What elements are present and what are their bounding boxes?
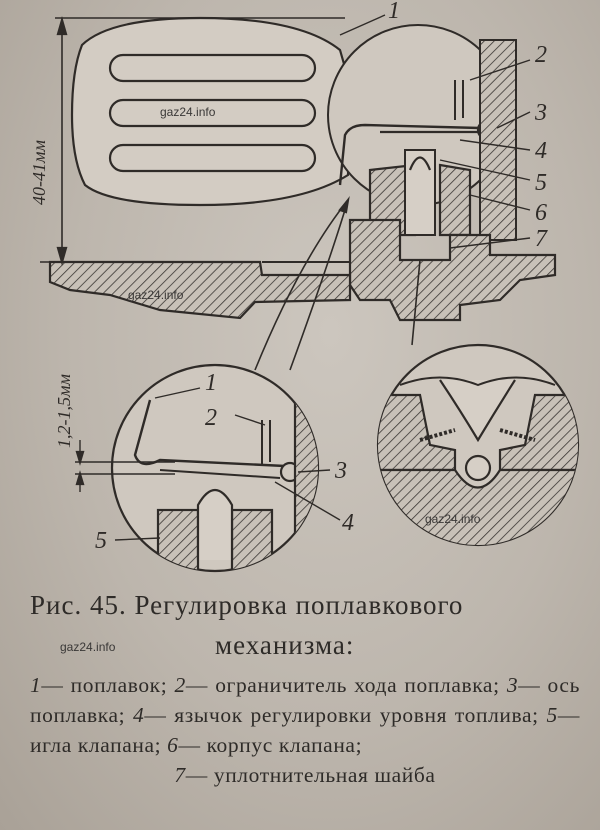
detail-callout-3: 3 bbox=[334, 458, 347, 484]
callout-1: 1 bbox=[388, 0, 400, 24]
dimension-detail: 1,2-1,5мм bbox=[54, 374, 74, 448]
detail-callout-2: 2 bbox=[205, 405, 217, 431]
callout-5: 5 bbox=[535, 170, 547, 196]
figure-legend: 1— поплавок; 2— ограничитель хода поплав… bbox=[30, 670, 580, 790]
needle-tip bbox=[439, 379, 516, 443]
needle bbox=[408, 156, 432, 171]
legend-item-5: 5— игла клапана; bbox=[30, 703, 580, 757]
detail-callout-5: 5 bbox=[95, 528, 107, 554]
float-rib bbox=[108, 143, 317, 173]
legend-item-4: 4— язычок регулировки уровня топлива; bbox=[133, 703, 539, 727]
travel-limiter bbox=[454, 80, 464, 120]
watermark: gaz24.info bbox=[160, 105, 216, 119]
callout-7: 7 bbox=[535, 226, 548, 252]
legend-item-6: 6— корпус клапана; bbox=[167, 733, 363, 757]
legend-item-7: 7— уплотнительная шайба bbox=[174, 763, 436, 787]
carburetor-housing bbox=[348, 218, 557, 322]
seal-washer bbox=[419, 428, 536, 442]
callout-2: 2 bbox=[535, 42, 547, 68]
float-mechanism-figure: 1 2 3 4 5 6 7 1 2 3 4 5 40-41мм 1,2-1,5м… bbox=[29, 0, 580, 573]
float-lever bbox=[338, 123, 481, 186]
legend-item-3: 3— ось поплавка; bbox=[30, 673, 580, 727]
figure-caption: Рис. 45. Регулировка поплавкового bbox=[30, 590, 464, 620]
base-plate bbox=[48, 260, 352, 320]
callout-3: 3 bbox=[534, 100, 547, 126]
legend-item-1: 1— поплавок; bbox=[30, 673, 168, 697]
detail-callout-4: 4 bbox=[342, 510, 354, 536]
watermark: gaz24.info bbox=[425, 512, 481, 526]
float-lever-detail bbox=[133, 399, 286, 468]
watermark: gaz24.info bbox=[128, 288, 184, 302]
figure-caption-cont: механизма: bbox=[215, 630, 355, 660]
detail-callout-1: 1 bbox=[205, 370, 217, 396]
watermark: gaz24.info bbox=[60, 640, 116, 654]
float-rib bbox=[108, 53, 317, 83]
callout-6: 6 bbox=[535, 200, 547, 226]
float-rib bbox=[108, 98, 317, 128]
legend-item-2: 2— ограничитель хода поплавка; bbox=[174, 673, 500, 697]
callout-4: 4 bbox=[535, 138, 547, 164]
dimension-top: 40-41мм bbox=[29, 140, 49, 205]
